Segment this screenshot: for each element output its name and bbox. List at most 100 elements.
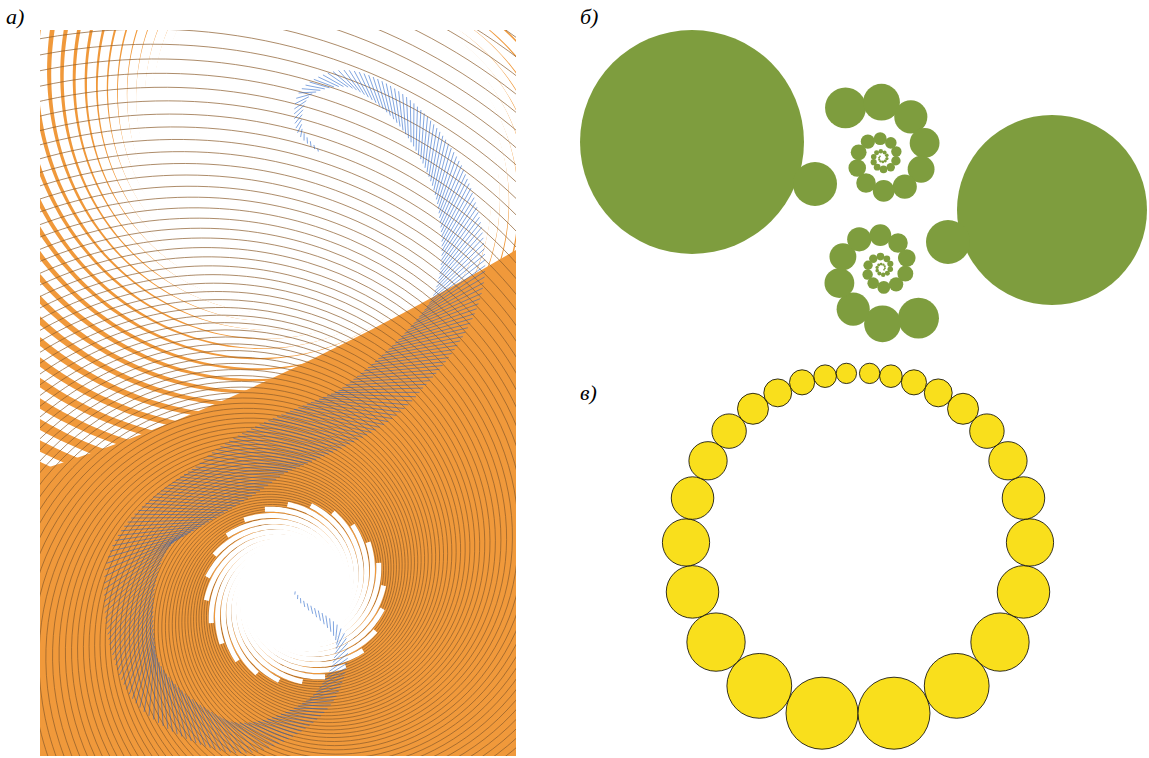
yellow-circle — [924, 379, 952, 407]
yellow-circle — [948, 393, 979, 424]
blue-band-line — [438, 156, 456, 208]
blue-band-line — [258, 721, 297, 734]
blue-band-line — [161, 491, 248, 499]
blue-band-line — [192, 469, 280, 476]
blue-band-line — [328, 73, 348, 87]
blue-band-line — [307, 603, 309, 610]
blue-band-line — [154, 654, 156, 719]
blue-band-line — [416, 288, 482, 320]
blue-band-line — [333, 648, 348, 662]
dark-spiral-line — [40, 193, 516, 756]
blue-band-line — [408, 304, 479, 330]
blue-band-line — [302, 89, 321, 91]
blue-band-line — [331, 653, 348, 667]
dark-spiral-line — [40, 257, 516, 756]
blue-band-line — [337, 629, 341, 645]
blue-band-line — [294, 591, 295, 594]
green-circle — [910, 128, 940, 158]
yellow-circle — [814, 365, 837, 388]
blue-band-line — [330, 618, 331, 631]
green-circle — [879, 155, 881, 157]
green-circle — [887, 163, 895, 171]
dark-spiral-line — [40, 208, 516, 756]
green-circle — [926, 220, 970, 264]
yellow-circle — [662, 519, 709, 566]
blue-band-line — [264, 423, 350, 445]
blue-band-line — [386, 83, 394, 119]
blue-band-line — [327, 663, 347, 676]
dark-spiral-line — [40, 238, 516, 756]
blue-band-line — [227, 720, 264, 750]
blue-band-line — [110, 532, 191, 551]
blue-band-line — [395, 323, 470, 343]
spiral-panel — [40, 30, 516, 756]
blue-band-line — [399, 91, 403, 130]
blue-band-line — [215, 714, 247, 753]
blue-band-line — [138, 510, 224, 512]
blue-band-line — [442, 188, 471, 241]
green-circle — [847, 227, 871, 251]
blue-band-line — [196, 467, 285, 473]
dark-spiral-line — [40, 275, 516, 756]
blue-band-line — [290, 710, 324, 712]
green-circle — [891, 146, 901, 156]
blue-band-line — [435, 144, 448, 195]
blue-band-line — [149, 500, 236, 506]
blue-band-line — [105, 563, 161, 618]
blue-band-line — [207, 710, 235, 753]
blue-band-line — [422, 277, 485, 314]
blue-band-line — [329, 658, 348, 671]
green-circle — [880, 166, 888, 174]
blue-band-line — [423, 117, 428, 163]
blue-band-line — [441, 174, 466, 227]
blue-band-line — [382, 341, 460, 356]
blue-band-line — [211, 712, 241, 753]
green-circle — [881, 272, 885, 276]
blue-band-line — [339, 388, 423, 391]
blue-band-line — [307, 404, 393, 419]
blue-band-line — [299, 92, 317, 94]
blue-band-line — [204, 707, 231, 752]
blue-band-line — [311, 402, 397, 415]
dark-spiral-line — [40, 87, 516, 756]
yellow-circle — [901, 370, 926, 395]
green-circle — [824, 268, 854, 298]
blue-band-line — [142, 507, 228, 511]
green-circle — [874, 132, 887, 145]
blue-band-line — [294, 101, 306, 109]
blue-band-line — [322, 613, 324, 624]
blue-band-line — [306, 696, 336, 701]
yellow-circle — [859, 363, 879, 383]
blue-band-line — [296, 94, 312, 98]
dark-spiral-line — [40, 283, 516, 756]
green-circle — [877, 253, 885, 261]
blue-band-line — [300, 598, 301, 603]
white-spiral-stripe — [262, 563, 378, 645]
yellow-circle — [786, 677, 858, 749]
blue-band-line — [255, 427, 341, 449]
blue-band-line — [242, 433, 329, 454]
yellow-circle — [836, 363, 856, 383]
blue-band-line — [313, 145, 315, 149]
blue-band-line — [281, 415, 367, 435]
dark-spiral-line — [40, 197, 516, 756]
blue-band-line — [418, 110, 420, 155]
blue-band-line — [144, 646, 155, 712]
blue-band-line — [407, 97, 409, 138]
green-circle — [875, 269, 879, 273]
circle-spiral-panel — [580, 30, 1147, 342]
blue-band-line — [359, 72, 372, 100]
blue-band-line — [432, 136, 443, 186]
blue-band-line — [196, 702, 220, 751]
blue-band-line — [294, 708, 328, 710]
blue-band-line — [325, 668, 347, 680]
green-circle — [848, 159, 866, 177]
dark-spiral-line — [40, 30, 516, 756]
blue-band-line — [344, 70, 361, 92]
blue-band-line — [304, 133, 305, 140]
blue-band-line — [390, 86, 397, 123]
blue-band-line — [425, 121, 431, 168]
blue-band-line — [410, 100, 412, 142]
green-circle — [880, 263, 883, 266]
blue-band-line — [405, 309, 477, 334]
